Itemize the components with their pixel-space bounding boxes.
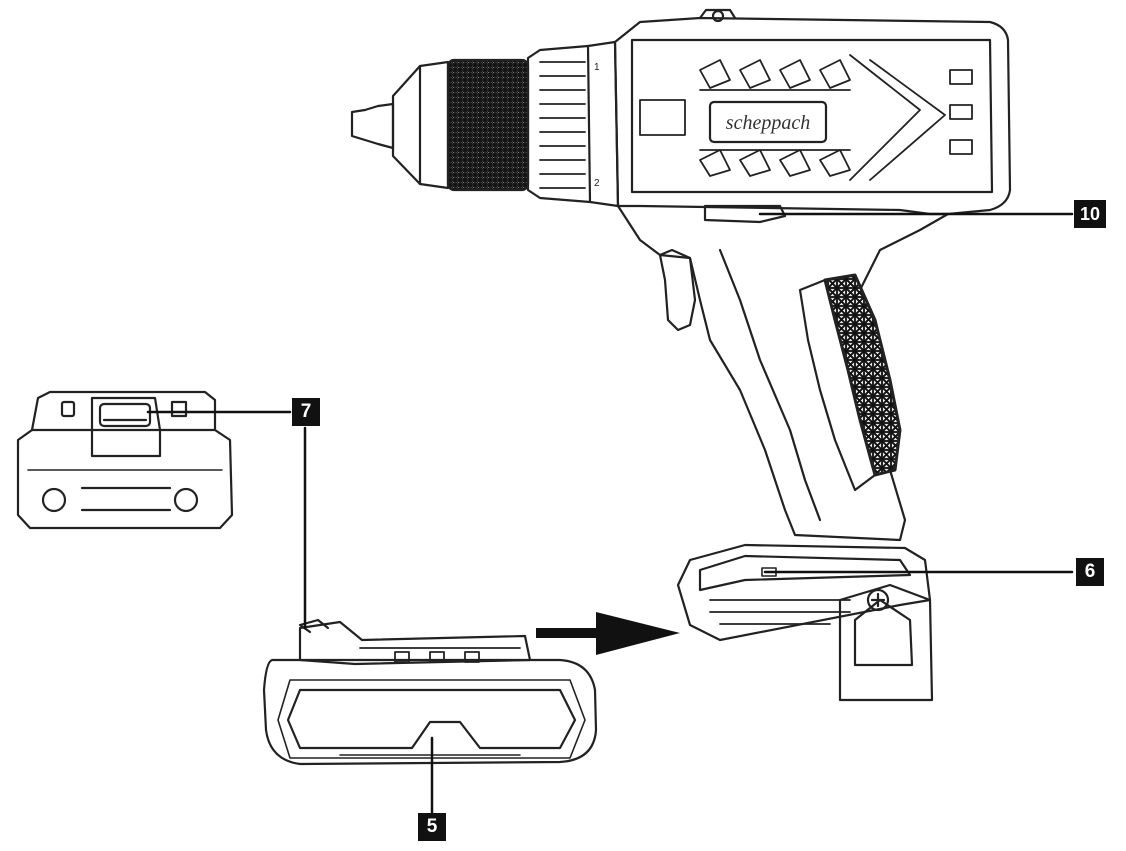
battery-base [676, 543, 932, 642]
chuck-sleeve [446, 58, 530, 192]
trigger [658, 253, 697, 332]
chuck-tip [350, 102, 395, 150]
mode-switch [703, 204, 787, 224]
clutch-ring [526, 44, 592, 204]
leader-lines [146, 212, 1074, 814]
housing-vents [639, 54, 973, 181]
callout-10: 10 [1074, 200, 1106, 228]
battery-grip-recess [286, 688, 577, 750]
callout-6: 6 [1076, 558, 1104, 586]
brand-label: scheppach [726, 112, 810, 134]
gear-mark-1: 1 [594, 62, 600, 73]
callout-5: 5 [418, 813, 446, 841]
battery-pack [262, 618, 598, 766]
belt-clip [838, 583, 934, 702]
gear-mark-2: 2 [594, 178, 600, 189]
drill: 1 2 scheppach [350, 8, 1012, 702]
battery-top-view [16, 390, 234, 530]
brand-plate [708, 100, 828, 144]
battery-release-button [90, 396, 162, 458]
callout-7: 7 [292, 398, 320, 426]
insert-arrow [536, 612, 680, 655]
